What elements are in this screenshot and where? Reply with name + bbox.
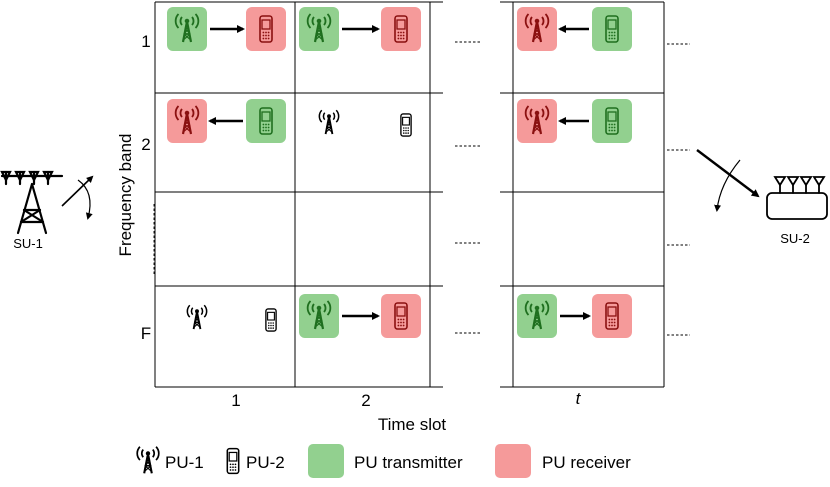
cell-2-1 (167, 99, 286, 143)
legend-receiver-label: PU receiver (542, 453, 631, 472)
cell-2-2 (318, 109, 412, 137)
legend: PU-1 PU-2 PU transmitter PU receiver (136, 444, 631, 478)
slot-label-2: 2 (361, 391, 370, 410)
legend-receiver-swatch (495, 444, 531, 478)
su1-tower-icon (0, 170, 64, 235)
su1-node: SU-1 (0, 170, 94, 251)
legend-pu2-icon (226, 447, 240, 475)
grid-right (500, 1, 665, 388)
pu1-tower-icon (318, 109, 340, 135)
legend-pu1-label: PU-1 (165, 453, 204, 472)
su2-incoming-arrow (696, 149, 760, 198)
legend-transmitter-label: PU transmitter (354, 453, 463, 472)
cell-1-2 (299, 7, 421, 51)
band-label-F: F (141, 324, 151, 343)
continuation-dashes (153, 41, 690, 336)
pu1-tower-icon (186, 304, 208, 330)
su2-label: SU-2 (780, 231, 810, 246)
cell-1-t (517, 7, 632, 51)
su1-beam-arrow (61, 175, 94, 207)
pu2-phone-icon (265, 308, 277, 332)
band-label-2: 2 (141, 135, 150, 154)
y-axis-label: Frequency band (116, 134, 135, 257)
cell-2-t (517, 99, 632, 143)
legend-transmitter-swatch (308, 444, 344, 478)
band-label-1: 1 (141, 32, 150, 51)
legend-pu1-icon (136, 445, 160, 475)
su2-steering-arc (714, 159, 741, 212)
cell-1-1 (167, 7, 286, 51)
x-axis-label: Time slot (378, 415, 447, 434)
cells-layer (167, 7, 632, 338)
su2-node: SU-2 (696, 149, 828, 246)
slot-label-1: 1 (231, 391, 240, 410)
legend-pu2-label: PU-2 (246, 453, 285, 472)
su2-receiver-icon (766, 176, 828, 220)
cell-F-2 (299, 294, 421, 338)
pu2-phone-icon (400, 113, 412, 137)
su1-label: SU-1 (13, 236, 43, 251)
cell-F-t (517, 294, 632, 338)
cell-F-1 (186, 304, 277, 332)
slot-label-t: t (576, 389, 582, 408)
grid-left (154, 1, 443, 388)
su1-steering-arc (77, 179, 93, 220)
